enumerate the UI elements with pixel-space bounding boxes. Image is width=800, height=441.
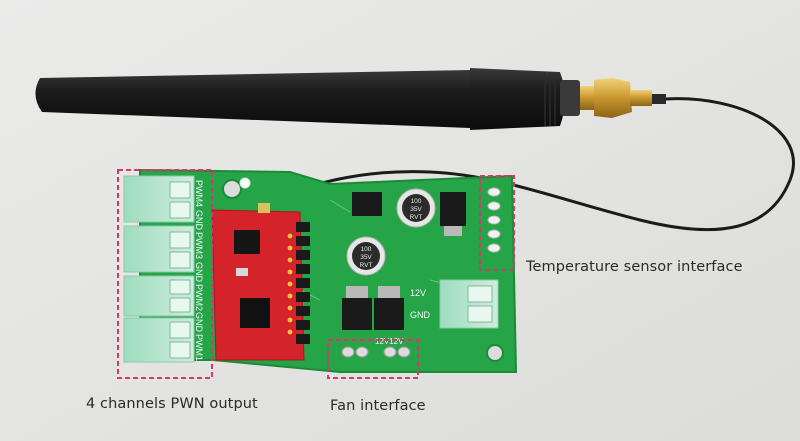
power-terminal: 12V GND: [410, 279, 499, 329]
wireless-module: [211, 203, 305, 361]
silk-pwm1: PWM1: [194, 334, 204, 361]
callout-box-fan: [327, 339, 419, 379]
antenna-cable: [269, 97, 795, 232]
fan-pins: [341, 346, 411, 358]
temp-sensor-pins: [487, 187, 501, 253]
silk-pwm2: PWM2: [194, 284, 204, 311]
voltage-regulators: [342, 192, 466, 330]
cap-mid-line2: 35V: [360, 254, 372, 261]
cap-top-line1: 100: [411, 198, 422, 205]
callout-boxes: [117, 169, 515, 379]
cap-mid-line3: RVT: [360, 262, 373, 269]
pwm-screw-terminals: [123, 175, 195, 363]
callout-box-pwm: [117, 169, 213, 379]
antenna: [35, 68, 666, 130]
capacitor-middle: 100 35V RVT: [346, 236, 386, 276]
cap-top-line3: RVT: [410, 214, 423, 221]
capacitor-top: 100 35V RVT: [396, 188, 436, 228]
cap-top-line2: 35V: [410, 206, 422, 213]
header-pins: [296, 222, 310, 344]
silk-gnd-power: GND: [410, 310, 431, 320]
silk-fan-pins: 12V12V: [375, 337, 404, 346]
pwm-silkscreen: PWM4 GND PWM3 GND PWM2 GND PWM1: [194, 180, 204, 361]
mosfet-tabs: [346, 226, 462, 298]
callout-box-temp: [479, 175, 515, 271]
label-pwm-output: 4 channels PWN output: [86, 396, 258, 412]
silk-gnd-1: GND: [194, 210, 204, 231]
silk-gnd-2: GND: [194, 262, 204, 283]
label-temp-sensor: Temperature sensor interface: [526, 259, 743, 275]
silk-pwm3: PWM3: [194, 232, 204, 259]
silk-12v: 12V: [410, 288, 426, 298]
silk-pwm4: PWM4: [194, 180, 204, 207]
label-fan-interface: Fan interface: [330, 398, 426, 414]
silk-gnd-3: GND: [194, 312, 204, 333]
cap-mid-line1: 100: [361, 246, 372, 253]
